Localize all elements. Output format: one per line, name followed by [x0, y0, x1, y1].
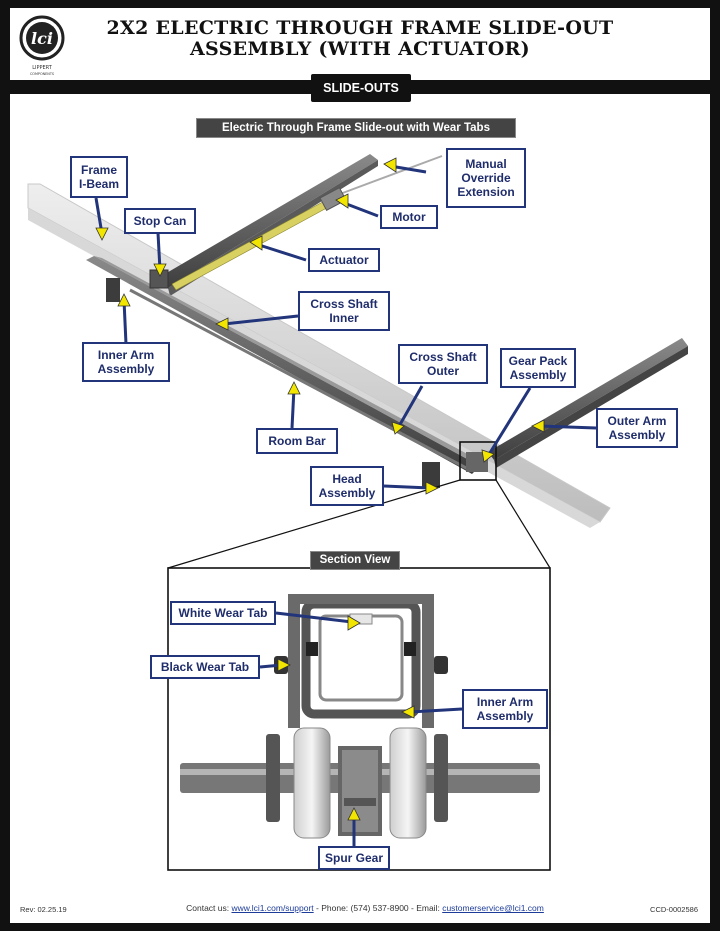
- gear-pack-highlight: [459, 441, 497, 481]
- label-cross-shaft-inner: Cross Shaft Inner: [298, 291, 390, 331]
- label-gear-pack-assembly: Gear Pack Assembly: [500, 348, 576, 388]
- header: lci LIPPERT COMPONENTS 2X2 ELECTRIC THRO…: [10, 8, 710, 78]
- label-frame-ibeam: Frame I-Beam: [70, 156, 128, 198]
- label-outer-arm-assembly: Outer Arm Assembly: [596, 408, 678, 448]
- label-head-assembly: Head Assembly: [310, 466, 384, 506]
- label-motor: Motor: [380, 205, 438, 229]
- label-spur-gear: Spur Gear: [318, 846, 390, 870]
- email-link[interactable]: customerservice@lci1.com: [442, 903, 544, 913]
- sheet: lci LIPPERT COMPONENTS 2X2 ELECTRIC THRO…: [10, 8, 710, 923]
- document-code: CCD-0002586: [650, 905, 698, 914]
- page-title: 2X2 ELECTRIC THROUGH FRAME SLIDE-OUT ASS…: [80, 18, 640, 60]
- label-stop-can: Stop Can: [124, 208, 196, 234]
- section-artwork: [180, 594, 540, 839]
- footer: Rev: 02.25.19 Contact us: www.lci1.com/s…: [10, 900, 710, 923]
- label-inner-arm-assembly: Inner Arm Assembly: [82, 342, 170, 382]
- section-caption: Section View: [310, 551, 400, 570]
- outer-arm-shape: [488, 338, 688, 460]
- assembly-diagram: [27, 154, 688, 871]
- support-link[interactable]: www.lci1.com/support: [231, 903, 314, 913]
- label-manual-override: Manual Override Extension: [446, 148, 526, 208]
- label-cross-shaft-outer: Cross Shaft Outer: [398, 344, 488, 384]
- svg-text:COMPONENTS: COMPONENTS: [30, 72, 54, 76]
- room-bar-shape: [86, 256, 480, 474]
- title-line-2: ASSEMBLY (WITH ACTUATOR): [190, 38, 530, 60]
- arrow-heads: [95, 157, 545, 821]
- label-actuator: Actuator: [308, 248, 380, 272]
- title-line-1: 2X2 ELECTRIC THROUGH FRAME SLIDE-OUT: [106, 17, 614, 39]
- label-white-wear-tab: White Wear Tab: [170, 601, 276, 625]
- main-caption: Electric Through Frame Slide-out with We…: [196, 118, 516, 138]
- label-room-bar: Room Bar: [256, 428, 338, 454]
- lci-logo: lci LIPPERT COMPONENTS: [18, 14, 68, 76]
- label-section-inner-arm: Inner Arm Assembly: [462, 689, 548, 729]
- svg-text:lci: lci: [31, 29, 53, 48]
- actuator-tube: [158, 154, 378, 288]
- svg-text:LIPPERT: LIPPERT: [32, 65, 53, 71]
- category-tab: SLIDE-OUTS: [311, 74, 411, 102]
- contact-line: Contact us: www.lci1.com/support - Phone…: [186, 903, 544, 913]
- motor-shape: [319, 186, 347, 212]
- revision: Rev: 02.25.19: [20, 905, 67, 914]
- frame-ibeam-shape: [27, 183, 611, 523]
- label-black-wear-tab: Black Wear Tab: [150, 655, 260, 679]
